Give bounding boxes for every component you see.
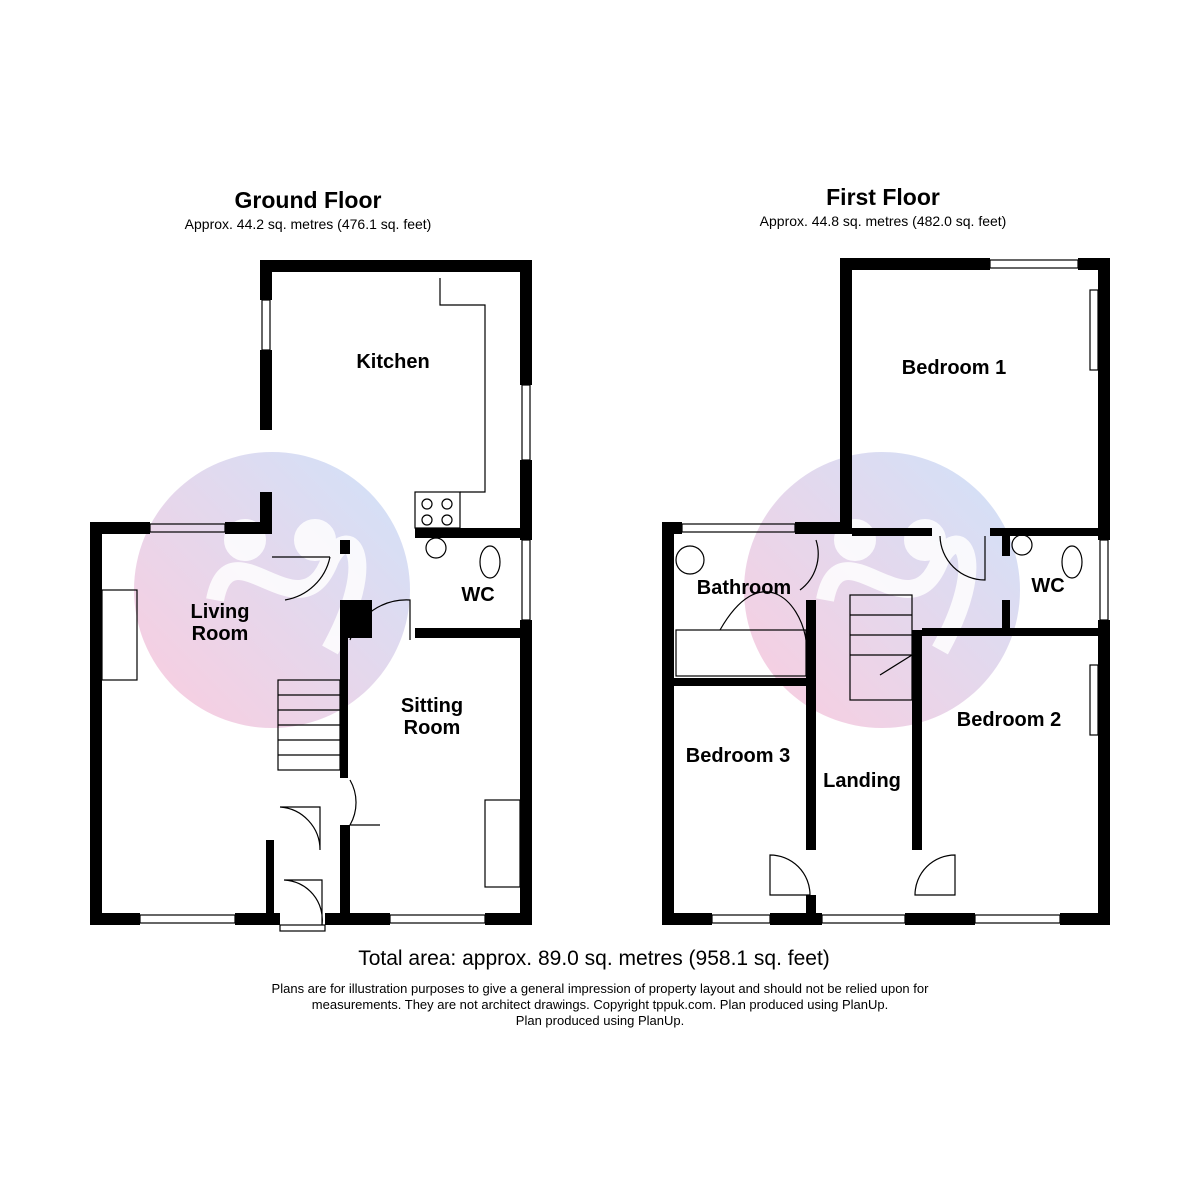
room-label-bedroom-3: Bedroom 3 [685, 745, 791, 767]
room-label-landing: Landing [823, 770, 901, 792]
first-floor-walls [662, 258, 1110, 925]
first-floor-fixtures [675, 259, 1109, 924]
ground-floor-walls [90, 260, 532, 925]
ground-floor-fixtures [101, 278, 531, 932]
ground-floor-area: Approx. 44.2 sq. metres (476.1 sq. feet) [184, 216, 432, 232]
first-floor-title: First Floor [826, 184, 940, 210]
room-label-sitting-room: Sitting Room [400, 695, 464, 739]
total-area: Total area: approx. 89.0 sq. metres (958… [358, 947, 830, 970]
first-floor-area: Approx. 44.8 sq. metres (482.0 sq. feet) [759, 213, 1007, 229]
room-label-first-wc: WC [1031, 575, 1065, 597]
disclaimer-line-3: Plan produced using PlanUp. [515, 1013, 685, 1028]
room-label-bathroom: Bathroom [696, 577, 792, 599]
room-label-kitchen: Kitchen [356, 351, 430, 373]
room-label-bedroom-1: Bedroom 1 [901, 357, 1007, 379]
ground-floor-title: Ground Floor [234, 187, 382, 213]
room-label-living-room: Living Room [190, 601, 250, 645]
disclaimer-line-1: Plans are for illustration purposes to g… [271, 981, 929, 996]
room-label-bedroom-2: Bedroom 2 [956, 709, 1062, 731]
disclaimer-line-2: measurements. They are not architect dra… [311, 997, 889, 1012]
room-label-ground-wc: WC [461, 584, 495, 606]
